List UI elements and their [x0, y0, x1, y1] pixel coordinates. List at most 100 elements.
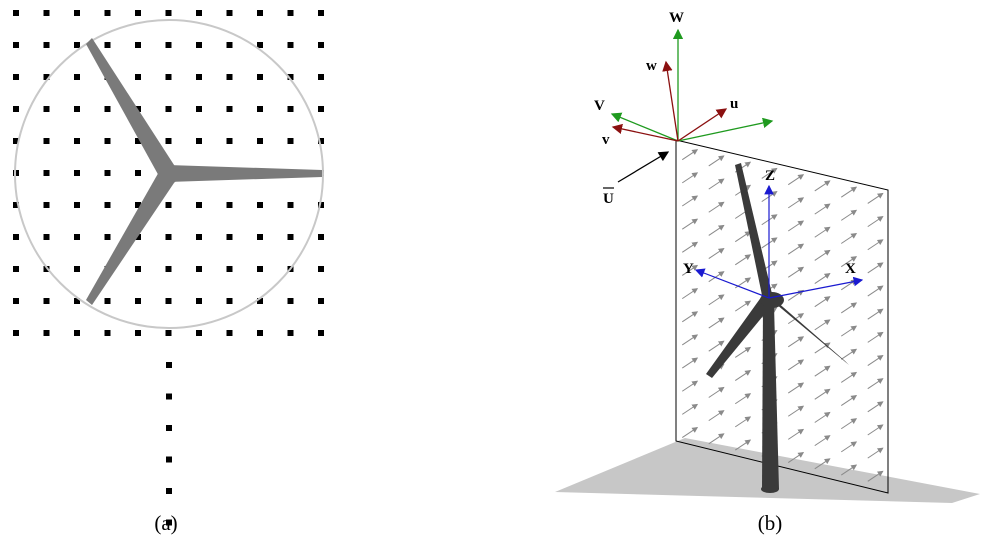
inflow-arrow	[787, 174, 805, 186]
inflow-arrow	[840, 302, 858, 314]
rotor-blades-front-view	[86, 38, 322, 305]
y-axis	[694, 268, 770, 299]
inflow-arrow	[840, 418, 858, 430]
U-global-axis	[677, 117, 774, 142]
inflow-arrow	[814, 458, 831, 470]
inflow-arrow	[681, 195, 699, 207]
grid-dot	[104, 298, 111, 304]
inflow-arrow	[867, 216, 884, 228]
grid-dot	[104, 106, 111, 112]
rotor-disk-outline	[14, 19, 324, 329]
grid-dot	[43, 234, 50, 240]
grid-dot	[318, 138, 324, 144]
grid-dot	[13, 74, 19, 80]
label-W: W	[669, 10, 684, 26]
inflow-arrow	[814, 226, 831, 238]
grid-dot	[104, 138, 111, 144]
sampling-grid	[13, 10, 324, 336]
inflow-arrow	[787, 405, 805, 417]
inflow-arrow	[708, 178, 725, 190]
grid-dot	[74, 234, 80, 240]
grid-dot	[287, 42, 294, 48]
grid-dot	[135, 330, 141, 336]
grid-dot	[196, 138, 202, 144]
inflow-arrow	[814, 365, 831, 377]
mean-wind-arrow	[617, 151, 670, 183]
grid-dot	[226, 266, 233, 272]
blade-down-left	[706, 296, 772, 378]
inflow-arrow	[867, 308, 884, 320]
grid-dot	[257, 298, 263, 304]
inflow-arrow	[814, 203, 831, 215]
grid-dot	[226, 202, 233, 208]
label-v: v	[602, 132, 610, 148]
grid-dot	[287, 202, 294, 208]
hub	[159, 164, 179, 184]
grid-dot	[287, 74, 294, 80]
blade-right	[168, 165, 322, 182]
inflow-arrow	[840, 441, 858, 453]
inflow-arrow	[814, 180, 831, 192]
grid-dot	[135, 10, 141, 16]
grid-dot	[287, 298, 294, 304]
tower-dot	[166, 456, 172, 463]
inflow-arrow	[734, 346, 752, 358]
grid-dot	[165, 202, 172, 208]
grid-dot	[257, 138, 263, 144]
inflow-arrow	[681, 288, 699, 300]
inflow-arrow	[787, 336, 805, 348]
grid-dot	[318, 266, 324, 272]
grid-dot	[226, 234, 233, 240]
inflow-arrow	[840, 371, 858, 383]
x-axis	[768, 276, 864, 299]
grid-dot	[13, 330, 19, 336]
inflow-arrow	[867, 354, 884, 366]
inflow-arrow	[708, 386, 725, 398]
inflow-arrow	[814, 296, 831, 308]
grid-dot	[257, 106, 263, 112]
grid-dot	[226, 106, 233, 112]
inflow-arrow	[708, 224, 725, 236]
grid-dot	[135, 42, 141, 48]
grid-dot	[318, 74, 324, 80]
grid-dot	[13, 10, 19, 16]
inflow-arrow	[840, 232, 858, 244]
grid-dot	[43, 106, 50, 112]
inflow-arrow	[681, 403, 699, 415]
grid-dot	[135, 266, 141, 272]
tower-dot	[166, 519, 172, 526]
grid-dot	[74, 170, 80, 176]
grid-dot	[318, 10, 324, 16]
grid-dot	[13, 266, 19, 272]
panel-a: (a)	[13, 10, 324, 535]
inflow-arrow	[787, 243, 805, 255]
grid-dot	[104, 202, 111, 208]
grid-dot	[135, 170, 141, 176]
grid-dot	[13, 298, 19, 304]
grid-dot	[165, 330, 172, 336]
grid-dot	[165, 106, 172, 112]
inflow-arrow	[734, 439, 752, 451]
grid-dot	[104, 234, 111, 240]
grid-dot	[104, 42, 111, 48]
inflow-arrow	[708, 201, 725, 213]
inflow-arrow	[787, 220, 805, 232]
inflow-arrow	[708, 294, 725, 306]
grid-dot	[43, 266, 50, 272]
grid-dot	[74, 202, 80, 208]
grid-dot	[318, 330, 324, 336]
grid-dot	[226, 74, 233, 80]
grid-dot	[74, 42, 80, 48]
label-u: u	[730, 96, 738, 112]
inflow-arrow-field	[681, 149, 884, 482]
grid-dot	[196, 10, 202, 16]
blade-up	[735, 163, 773, 300]
v-axis	[611, 123, 679, 142]
tower	[762, 305, 779, 489]
grid-dot	[196, 330, 202, 336]
grid-dot	[74, 106, 80, 112]
grid-dot	[257, 330, 263, 336]
inflow-arrow	[734, 231, 752, 243]
inflow-arrow	[708, 340, 725, 352]
grid-dot	[196, 106, 202, 112]
